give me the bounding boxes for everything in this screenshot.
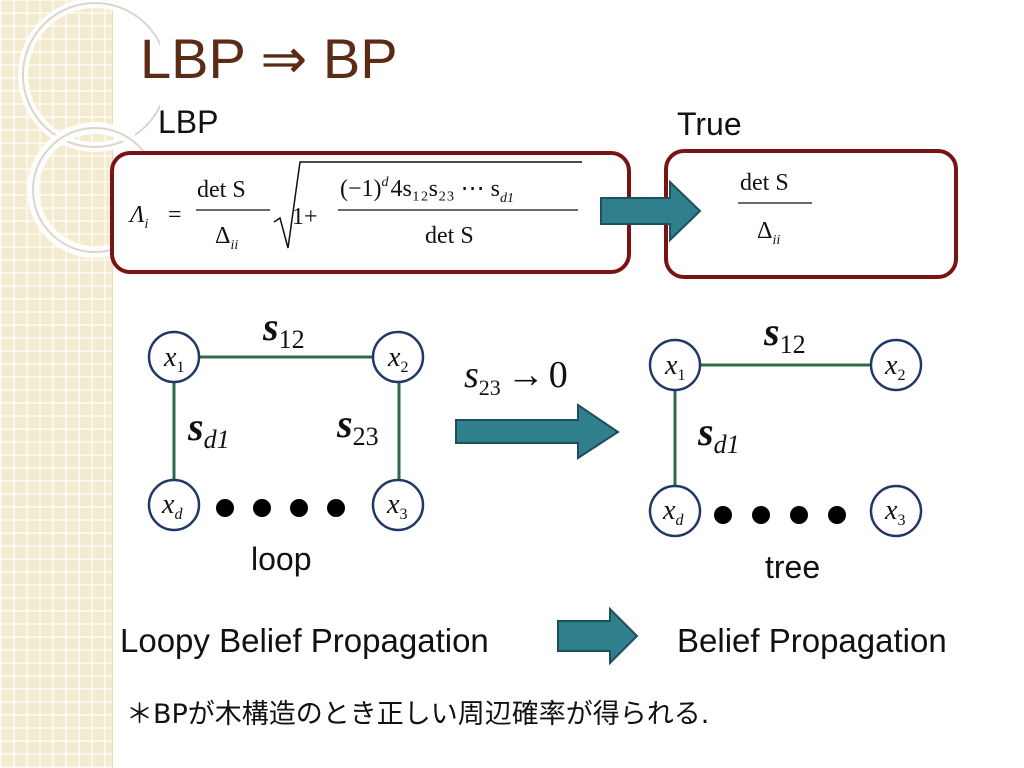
loop-edge-12-sub: 12 [279, 325, 305, 354]
transition-arrow: → [507, 354, 545, 396]
svg-text:x1: x1 [163, 342, 184, 376]
loop-edge-d1-sub: d1 [204, 425, 230, 454]
loop-node-x1-sub: 1 [176, 359, 184, 376]
svg-text:(−1)d4s₁₂s₂₃ ⋯ sd1: (−1)d4s₁₂s₂₃ ⋯ sd1 [340, 175, 514, 206]
transition-value: 0 [549, 354, 568, 396]
true-fraction-denominator-sub: ii [772, 233, 780, 248]
svg-text:Δii: Δii [757, 218, 780, 248]
svg-text:s12: s12 [763, 309, 806, 359]
loop-node-x2 [371, 330, 425, 384]
tree-edge-d1-label: s [697, 409, 714, 454]
loop-edge-12-label: s [262, 304, 279, 349]
true-formula: det S Δii [738, 170, 812, 248]
svg-text:x2: x2 [884, 350, 905, 384]
bp-label: Belief Propagation [677, 622, 947, 659]
loopy-bp-label: Loopy Belief Propagation [120, 622, 489, 659]
loop-node-x3-label: x [386, 489, 400, 520]
lbp-formula: Λi = det S Δii 1+ (−1)d4s₁₂s₂₃ ⋯ sd1 det… [128, 161, 582, 253]
equals-sign: = [168, 202, 182, 228]
tree-node-x3-sub: 3 [897, 512, 905, 529]
loop-node-x1-label: x [163, 342, 177, 373]
tree-node-x1 [648, 338, 702, 392]
svg-text:sd1: sd1 [187, 404, 230, 454]
loop-edge-d1-label: s [187, 404, 204, 449]
loop-dots [216, 499, 345, 517]
svg-text:sd1: sd1 [697, 409, 740, 459]
tree-node-xd-label: x [662, 495, 676, 526]
tree-node-x1-label: x [664, 350, 678, 381]
tree-node-x3-label: x [884, 495, 898, 526]
svg-text:Δii: Δii [215, 223, 238, 253]
tree-node-x2-label: x [884, 350, 898, 381]
inner-numerator-rest: 4s₁₂s₂₃ ⋯ s [391, 176, 501, 202]
tree-node-x3 [869, 484, 923, 538]
true-label: True [677, 106, 742, 142]
svg-text:x2: x2 [387, 342, 408, 376]
true-fraction-denominator: Δ [757, 218, 772, 244]
svg-text:Λi: Λi [128, 202, 149, 232]
tree-edge-12-label: s [763, 309, 780, 354]
loop-node-xd-label: x [161, 489, 175, 520]
loop-node-x2-sub: 2 [400, 359, 408, 376]
tree-node-xd [648, 484, 702, 538]
svg-text:x3: x3 [884, 495, 905, 529]
tree-node-x2 [869, 338, 923, 392]
svg-text:s12: s12 [262, 304, 305, 354]
tree-caption: tree [765, 549, 820, 585]
tree-graph: x1 x2 xd x3 s12 sd1 tree [648, 309, 923, 585]
svg-text:s23: s23 [336, 401, 379, 451]
tree-edge-12-sub: 12 [780, 330, 806, 359]
one-plus: 1+ [292, 204, 318, 230]
loop-node-xd [147, 478, 201, 532]
formula-arrow [600, 179, 702, 243]
svg-text:s23→0: s23→0 [464, 354, 568, 400]
tree-dots [714, 506, 846, 524]
bottom-arrow [557, 606, 639, 666]
inner-numerator-paren: (−1) [340, 176, 382, 202]
svg-text:x1: x1 [664, 350, 685, 384]
svg-text:x3: x3 [386, 489, 407, 523]
lbp-fraction-denominator-sub: ii [230, 238, 238, 253]
inner-denominator: det S [425, 223, 474, 249]
svg-text:xd: xd [161, 489, 183, 523]
graph-arrow [455, 403, 620, 460]
loop-edge-23-sub: 23 [353, 422, 379, 451]
inner-numerator-sub: d1 [500, 191, 514, 206]
loop-node-x3 [371, 478, 425, 532]
loop-graph: x1 x2 xd x3 s12 sd1 s23 loop [147, 304, 425, 577]
transition-label: s23→0 [464, 354, 568, 400]
loop-node-x2-label: x [387, 342, 401, 373]
svg-text:xd: xd [662, 495, 684, 529]
transition-sub: 23 [479, 375, 501, 400]
true-fraction-numerator: det S [740, 170, 789, 196]
true-formula-box [664, 149, 958, 279]
slide-title: LBP ⇒ BP [140, 27, 398, 90]
footnote: ＊BPが木構造のとき正しい周辺確率が得られる. [126, 699, 710, 730]
loop-edge-23-label: s [336, 401, 353, 446]
lbp-label: LBP [158, 104, 219, 140]
lbp-fraction-numerator: det S [197, 177, 246, 203]
tree-node-xd-sub: d [675, 512, 684, 529]
lambda-subscript: i [145, 217, 149, 232]
transition-s: s [464, 354, 479, 396]
tree-node-x1-sub: 1 [677, 367, 685, 384]
sqrt-sign [273, 161, 582, 249]
inner-numerator-sup: d [382, 175, 390, 190]
loop-node-x3-sub: 3 [399, 506, 407, 523]
tree-edge-d1-sub: d1 [714, 430, 740, 459]
tree-node-x2-sub: 2 [897, 367, 905, 384]
loop-node-xd-sub: d [174, 506, 183, 523]
lambda-symbol: Λ [128, 202, 145, 228]
loop-caption: loop [251, 541, 312, 577]
loop-node-x1 [147, 330, 201, 384]
lbp-formula-box [110, 151, 631, 274]
lbp-fraction-denominator: Δ [215, 223, 230, 249]
